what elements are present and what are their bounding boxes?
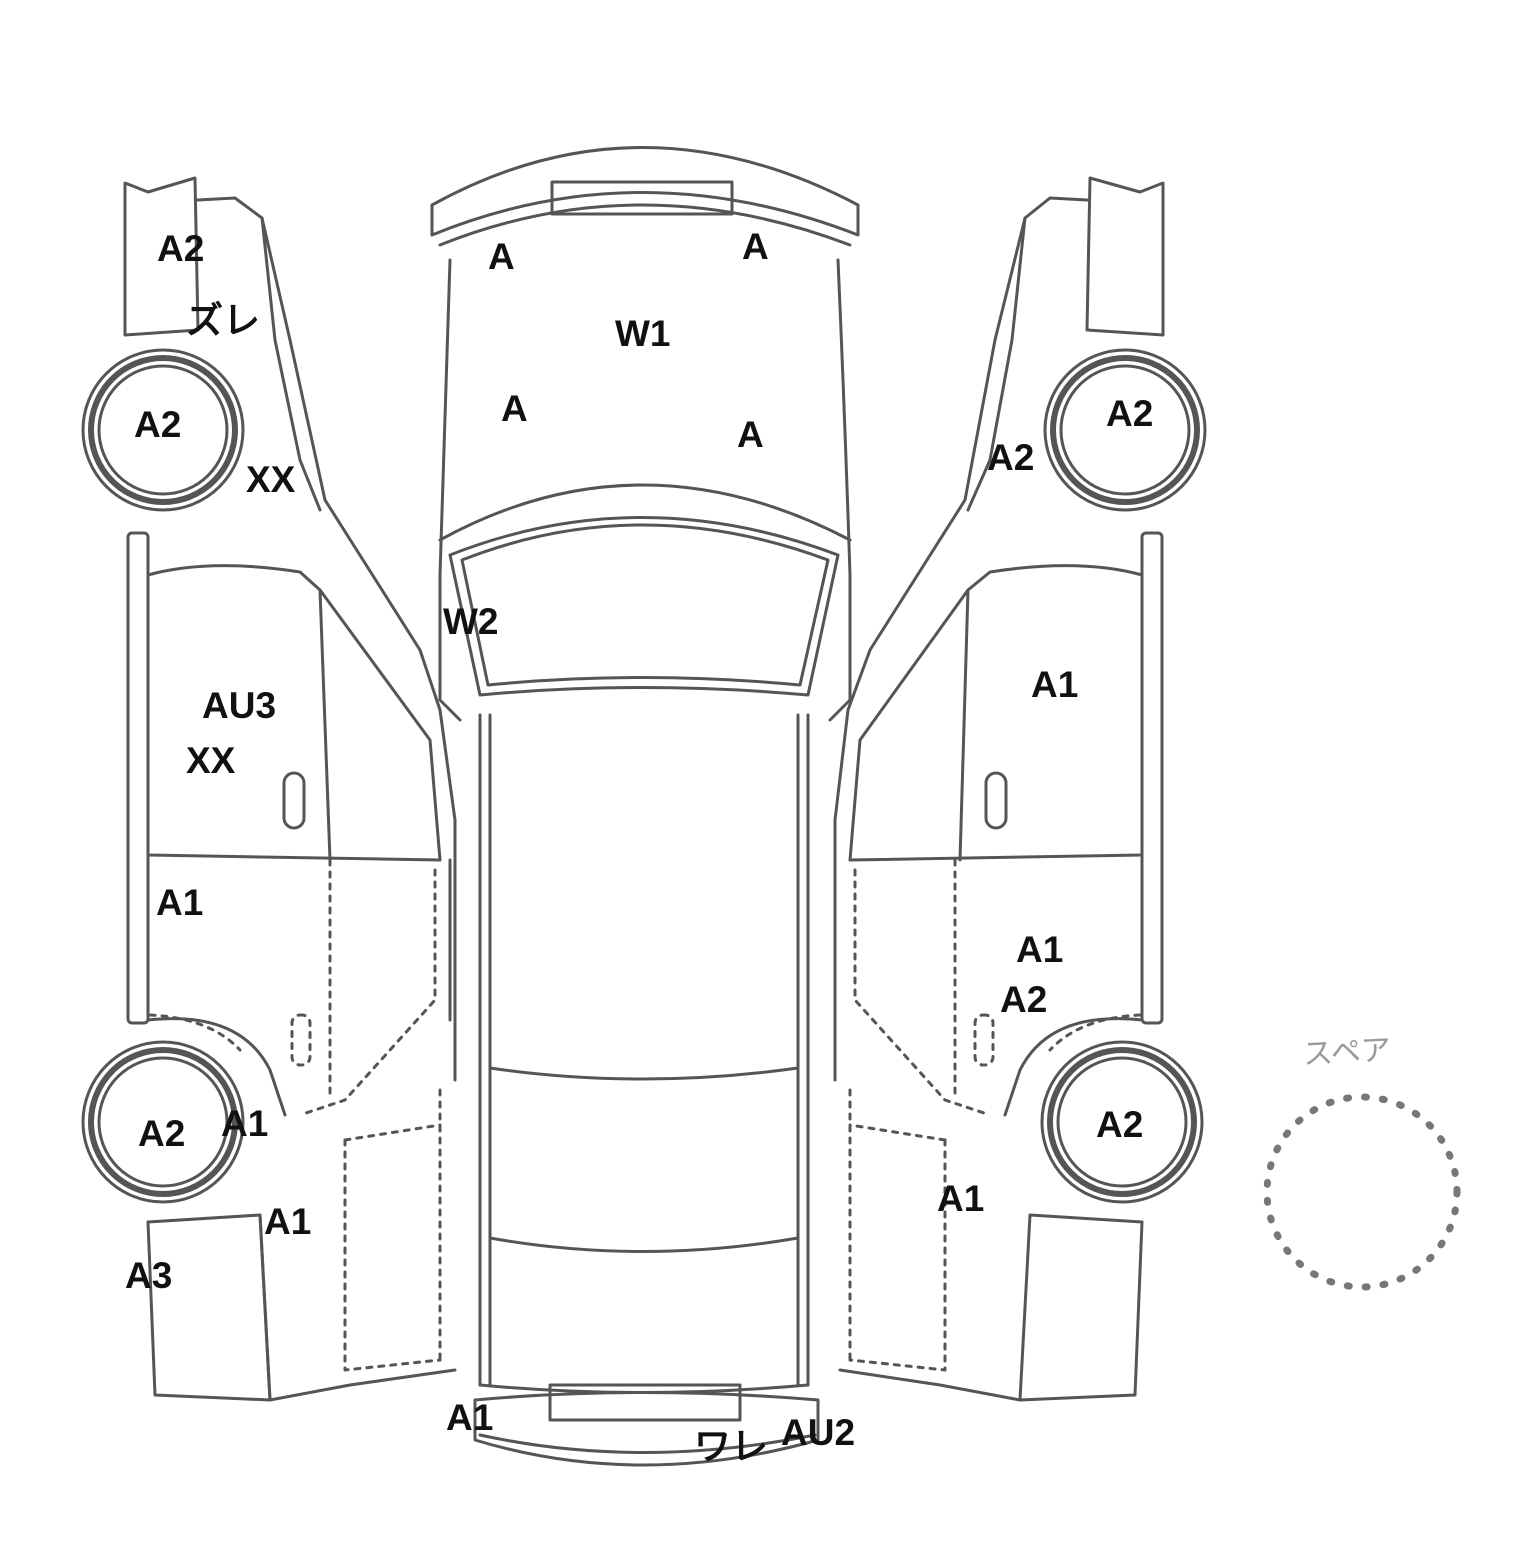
mark-hood-left-top: A	[488, 236, 515, 277]
mark-left-rear-arch: A1	[221, 1103, 269, 1144]
mark-left-front-door: AU3	[202, 685, 277, 726]
mark-rear-bumper-crack: ワレ	[694, 1426, 768, 1467]
mark-right-front-door: A1	[1031, 664, 1079, 705]
mark-right-quarter: A1	[937, 1178, 985, 1219]
mark-right-rear-door-a2: A2	[1000, 979, 1048, 1020]
mark-hood-right: A	[737, 414, 764, 455]
mark-rear-bumper-left: A1	[446, 1397, 494, 1438]
mark-left-front-fender: A2	[157, 228, 205, 269]
top-view	[430, 146, 860, 1467]
mark-right-rear-door: A1	[1016, 929, 1064, 970]
mark-right-front-fender: A2	[987, 437, 1035, 478]
spare-tire-outline	[1263, 1093, 1461, 1291]
mark-left-rear-door: A1	[156, 882, 204, 923]
mark-windshield: W2	[443, 601, 499, 642]
mark-hood-center: W1	[615, 313, 671, 354]
mark-left-front-pillar: XX	[246, 459, 296, 500]
mark-left-rear-wheel: A2	[138, 1113, 186, 1154]
mark-right-front-wheel: A2	[1106, 393, 1154, 434]
right-side-view	[833, 176, 1207, 1402]
mark-right-rear-wheel: A2	[1096, 1104, 1144, 1145]
spare-label: スペア	[1302, 1032, 1392, 1073]
mark-hood-right-top: A	[742, 226, 769, 267]
mark-left-rear-bumper: A3	[125, 1255, 173, 1296]
mark-left-front-wheel: A2	[134, 404, 182, 445]
mark-left-quarter: A1	[264, 1201, 312, 1242]
mark-left-front-fender-misalign: ズレ	[186, 300, 260, 341]
mark-rear-bumper-right: AU2	[781, 1412, 856, 1453]
mark-left-front-door-xx: XX	[186, 740, 236, 781]
mark-hood-left: A	[501, 388, 528, 429]
left-side-view	[81, 176, 457, 1402]
